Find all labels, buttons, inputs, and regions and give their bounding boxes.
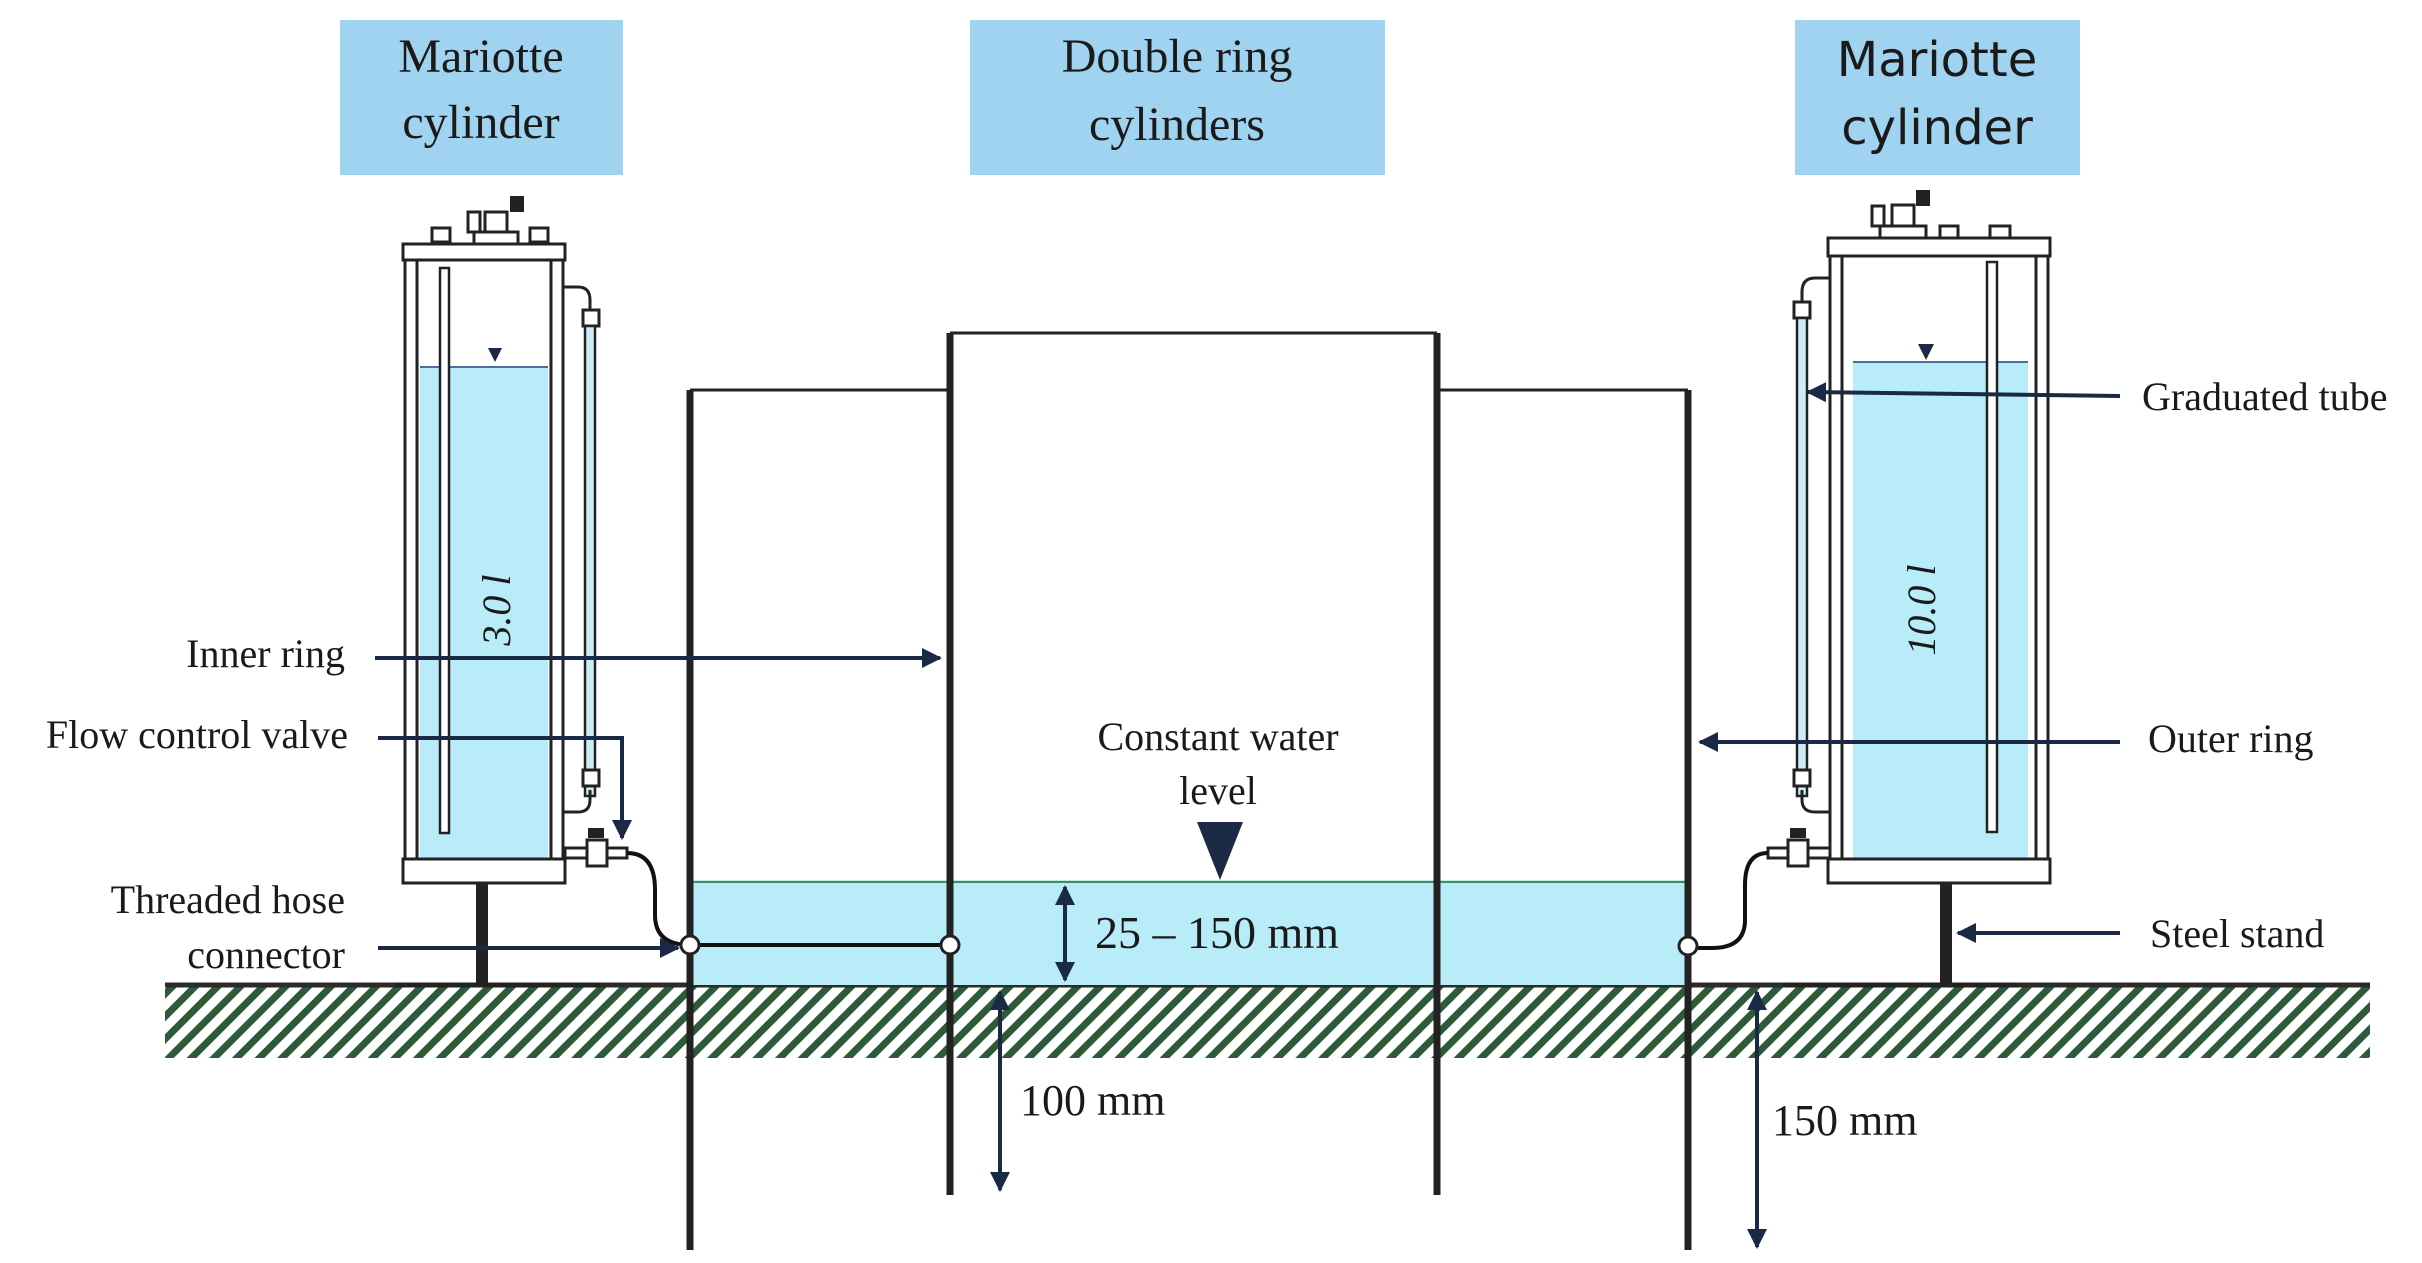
hose-connector-inner: [939, 934, 961, 956]
title-right-line2: cylinder: [1841, 100, 2033, 156]
hose-connector-outer-right: [1677, 935, 1699, 957]
inner-ring: [946, 331, 1441, 1195]
volume-right: 10.0 l: [1899, 564, 1944, 655]
title-center-line2: cylinders: [1089, 98, 1265, 151]
label-outer-ring: Outer ring: [2148, 716, 2314, 761]
title-left-line1: Mariotte: [398, 30, 563, 83]
title-left-line2: cylinder: [402, 96, 559, 149]
hose-connector-outer-left: [679, 934, 701, 956]
volume-left: 3.0 l: [474, 574, 519, 646]
title-box-left: Mariotte cylinder: [340, 20, 623, 175]
label-graduated-tube: Graduated tube: [2142, 374, 2387, 419]
title-box-center: Double ring cylinders: [970, 20, 1385, 175]
flow-control-valve-right: [1766, 828, 1832, 868]
mariotte-cylinder-left: [395, 196, 601, 988]
label-threaded-hose-line2: connector: [187, 932, 345, 977]
ponded-water: [693, 880, 1685, 985]
hose-right: [1688, 851, 1769, 950]
arrow-flow-control-valve: [378, 736, 632, 840]
ground: [165, 982, 2370, 1058]
label-threaded-hose-line1: Threaded hose: [111, 877, 345, 922]
outer-ring: [686, 388, 1692, 1250]
label-inner-ring: Inner ring: [186, 631, 345, 676]
title-box-right: Mariotte cylinder: [1795, 20, 2080, 175]
title-center-line1: Double ring: [1062, 30, 1293, 83]
outer-depth-label: 150 mm: [1772, 1096, 1917, 1145]
inner-depth-label: 100 mm: [1020, 1076, 1165, 1125]
title-right-line1: Mariotte: [1837, 32, 2037, 88]
mariotte-cylinder-right: [1782, 190, 2052, 988]
label-steel-stand: Steel stand: [2150, 911, 2324, 956]
water-depth-label: 25 – 150 mm: [1095, 907, 1339, 958]
label-flow-control-valve: Flow control valve: [46, 712, 348, 757]
arrow-graduated-tube: [1806, 382, 2121, 403]
water-level-symbol: [1197, 822, 1243, 880]
constant-water-level-line2: level: [1179, 768, 1257, 813]
constant-water-level-line1: Constant water: [1097, 714, 1338, 759]
flow-control-valve-left: [563, 828, 629, 868]
